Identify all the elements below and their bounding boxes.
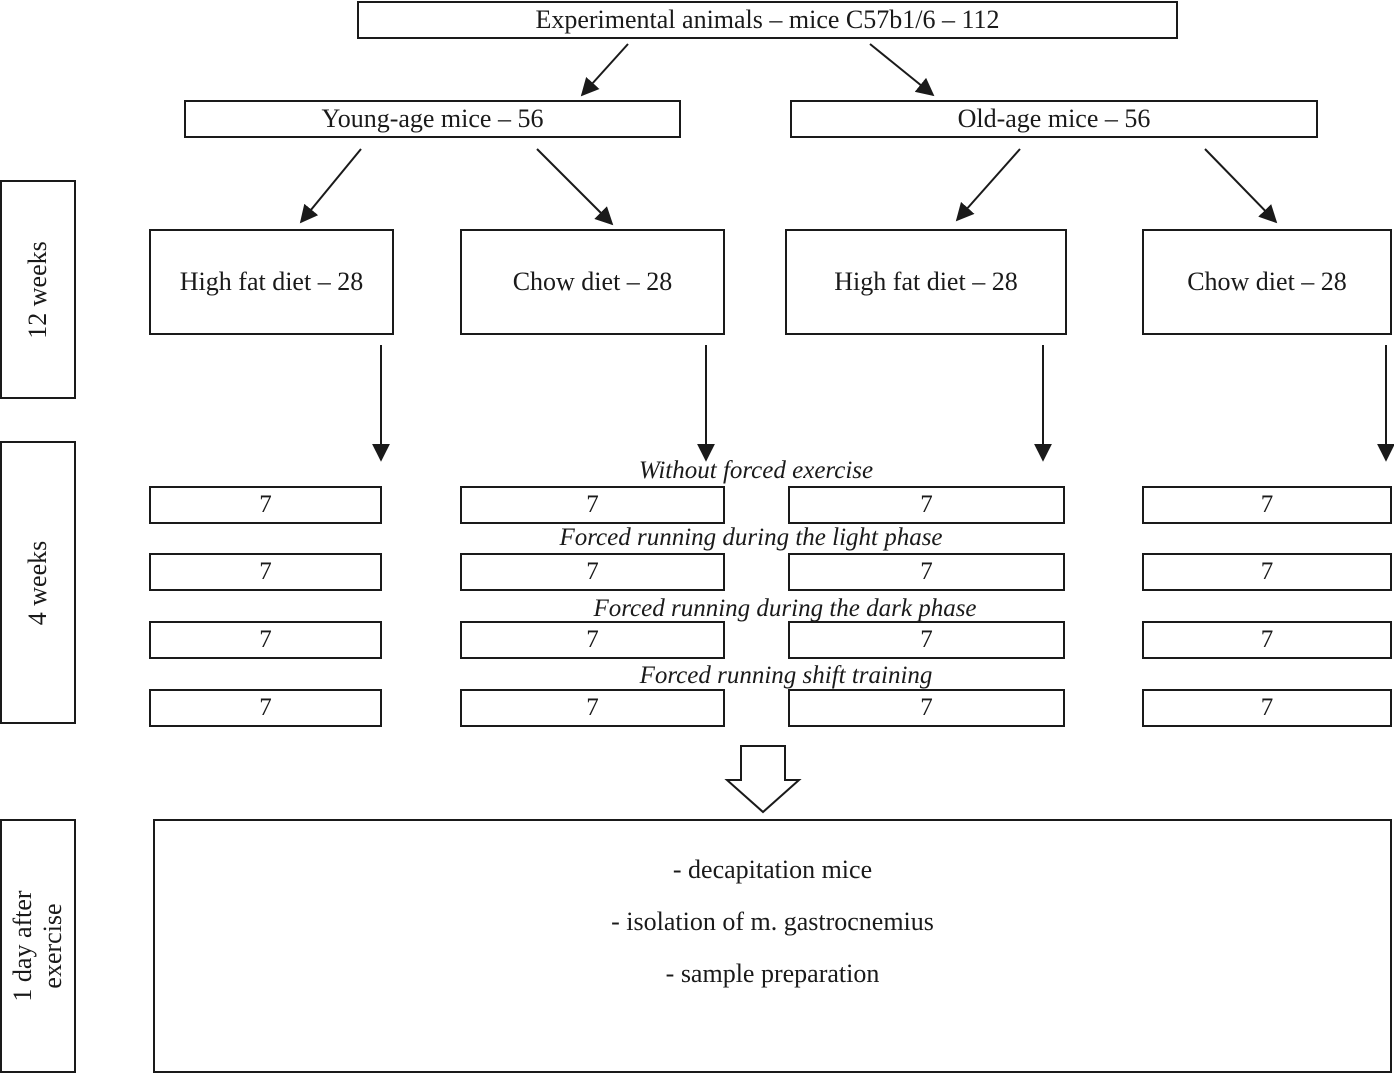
phase-label-dark: Forced running during the dark phase bbox=[593, 595, 977, 622]
phase-label-no-exercise: Without forced exercise bbox=[638, 457, 874, 484]
step-decapitation: - decapitation mice bbox=[672, 855, 873, 884]
count-value: 7 bbox=[1260, 694, 1274, 721]
arrow-root-to-young bbox=[580, 43, 629, 97]
count-cell: 7 bbox=[460, 553, 725, 591]
count-cell: 7 bbox=[788, 486, 1065, 524]
diet-box-young-chow: Chow diet – 28 bbox=[460, 229, 725, 335]
step-isolation: - isolation of m. gastrocnemius bbox=[611, 907, 934, 936]
diet-box-old-hfd: High fat diet – 28 bbox=[785, 229, 1067, 335]
count-value: 7 bbox=[259, 626, 272, 653]
final-procedures-box: - decapitation mice - isolation of m. ga… bbox=[153, 819, 1392, 1073]
timeline-1-day-after: 1 day after exercise bbox=[0, 819, 76, 1073]
diet-label: Chow diet – 28 bbox=[1187, 267, 1347, 296]
timeline-label: 4 weeks bbox=[23, 540, 53, 625]
count-cell: 7 bbox=[460, 689, 725, 727]
timeline-label-line1: 1 day after bbox=[8, 890, 38, 1002]
step-sample-prep: - sample preparation bbox=[665, 959, 880, 988]
root-label: Experimental animals – mice C57b1/6 – 11… bbox=[535, 5, 1000, 34]
timeline-label: 12 weeks bbox=[23, 240, 53, 339]
arrow-root-to-old bbox=[869, 43, 935, 97]
timeline-4-weeks: 4 weeks bbox=[0, 441, 76, 724]
diet-label: Chow diet – 28 bbox=[512, 267, 673, 296]
count-value: 7 bbox=[920, 491, 933, 518]
count-value: 7 bbox=[920, 558, 933, 585]
arrow-old-to-hfd bbox=[955, 148, 1021, 222]
final-steps-list: - decapitation mice - isolation of m. ga… bbox=[611, 855, 934, 989]
count-value: 7 bbox=[920, 626, 933, 653]
young-age-label: Young-age mice – 56 bbox=[321, 104, 544, 133]
count-cell: 7 bbox=[1142, 689, 1392, 727]
count-value: 7 bbox=[920, 694, 933, 721]
count-value: 7 bbox=[586, 491, 599, 518]
count-cell: 7 bbox=[1142, 486, 1392, 524]
diet-box-young-hfd: High fat diet – 28 bbox=[149, 229, 394, 335]
phase-label-shift: Forced running shift training bbox=[639, 662, 933, 689]
old-age-box: Old-age mice – 56 bbox=[790, 100, 1318, 138]
count-cell: 7 bbox=[460, 621, 725, 659]
timeline-12-weeks: 12 weeks bbox=[0, 180, 76, 399]
timeline-label-line2: exercise bbox=[38, 903, 67, 989]
timeline-label: 1 day after exercise bbox=[8, 890, 68, 1001]
count-cell: 7 bbox=[149, 553, 382, 591]
count-cell: 7 bbox=[149, 621, 382, 659]
count-value: 7 bbox=[259, 558, 272, 585]
young-age-box: Young-age mice – 56 bbox=[184, 100, 681, 138]
count-cell: 7 bbox=[788, 553, 1065, 591]
arrow-young-to-chow bbox=[536, 148, 614, 226]
count-cell: 7 bbox=[149, 486, 382, 524]
count-value: 7 bbox=[586, 694, 599, 721]
count-cell: 7 bbox=[149, 689, 382, 727]
old-age-label: Old-age mice – 56 bbox=[957, 104, 1151, 133]
count-value: 7 bbox=[586, 558, 599, 585]
diet-box-old-chow: Chow diet – 28 bbox=[1142, 229, 1392, 335]
diet-label: High fat diet – 28 bbox=[834, 267, 1018, 296]
count-value: 7 bbox=[1260, 626, 1274, 653]
phase-label-light: Forced running during the light phase bbox=[559, 524, 943, 551]
count-value: 7 bbox=[259, 694, 272, 721]
count-cell: 7 bbox=[460, 486, 725, 524]
arrow-old-to-chow bbox=[1204, 148, 1278, 224]
count-cell: 7 bbox=[1142, 621, 1392, 659]
down-block-arrow bbox=[724, 745, 802, 814]
count-cell: 7 bbox=[788, 689, 1065, 727]
count-cell: 7 bbox=[788, 621, 1065, 659]
count-value: 7 bbox=[1260, 491, 1274, 518]
count-value: 7 bbox=[259, 491, 272, 518]
diet-label: High fat diet – 28 bbox=[179, 267, 364, 296]
arrow-young-to-hfd bbox=[299, 148, 362, 224]
count-value: 7 bbox=[1260, 558, 1274, 585]
count-cell: 7 bbox=[1142, 553, 1392, 591]
root-box: Experimental animals – mice C57b1/6 – 11… bbox=[357, 1, 1178, 39]
count-value: 7 bbox=[586, 626, 599, 653]
